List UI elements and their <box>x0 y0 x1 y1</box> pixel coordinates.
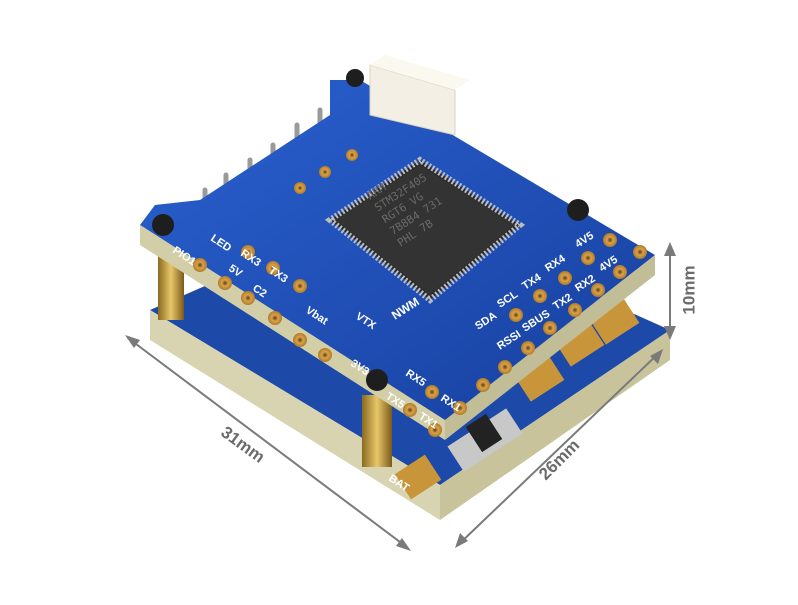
dimension-arrows <box>125 242 676 551</box>
mcu-chip: ARM STM32F405 RGT6 VG 7B8B4 731 PHL 7B <box>324 156 526 304</box>
solder-pads <box>193 149 647 437</box>
brass-standoffs <box>158 250 392 467</box>
jst-connector <box>369 55 470 136</box>
mount-screws <box>152 69 589 391</box>
height-dimension-label: 10mm <box>679 265 699 315</box>
